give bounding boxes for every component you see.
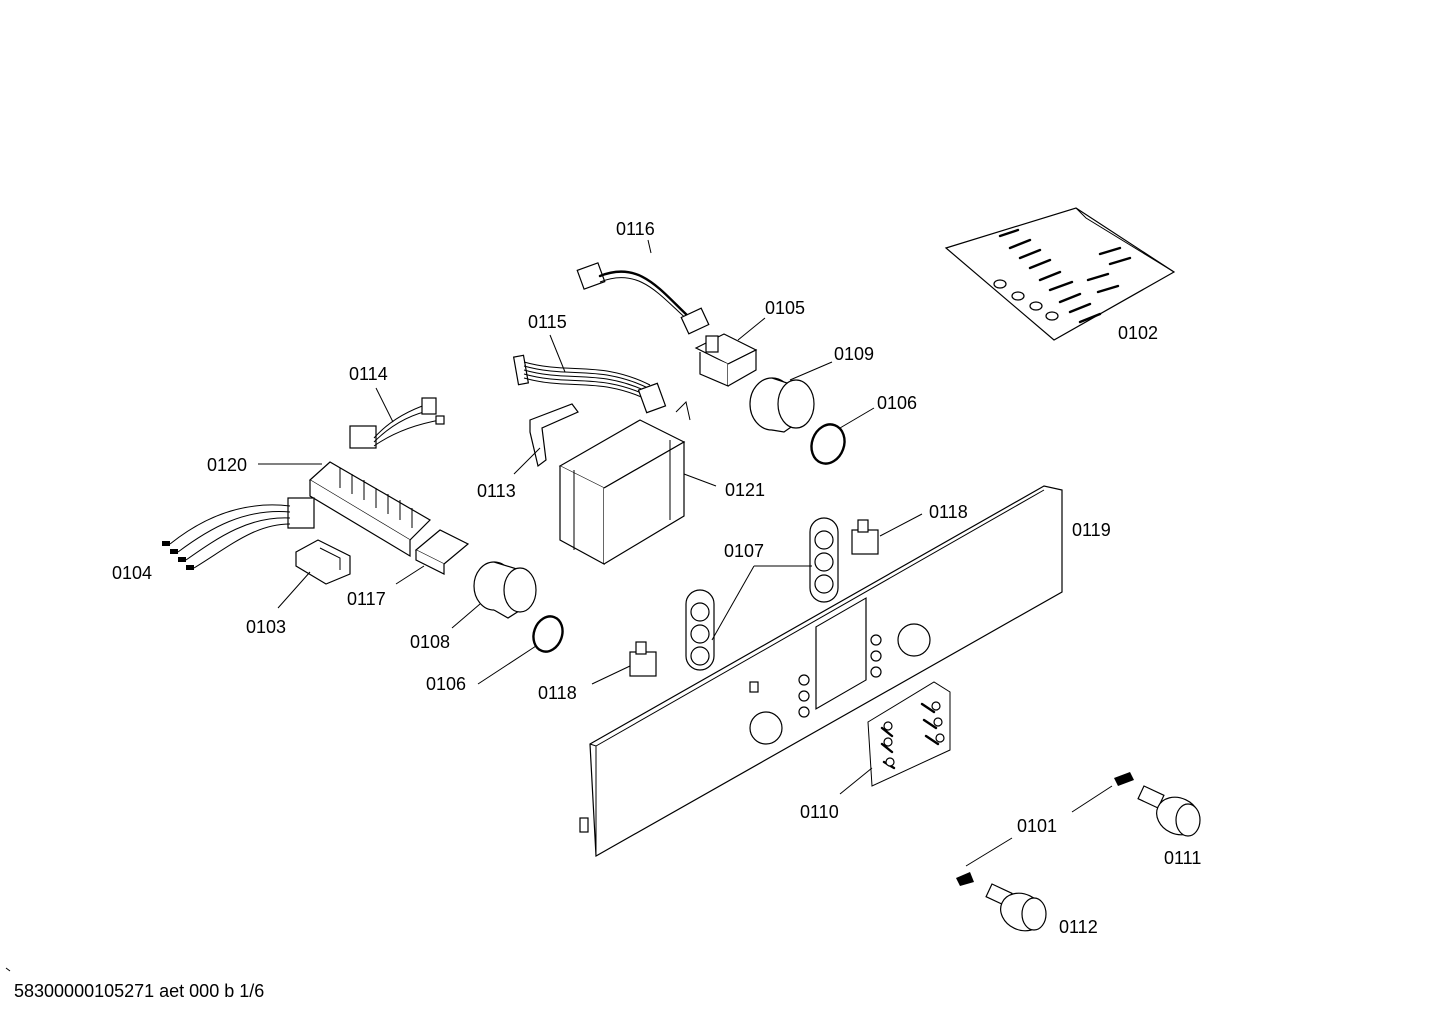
label-0115: 0115 [528, 312, 567, 332]
part-0107-light-guide [685, 517, 839, 671]
label-0120: 0120 [207, 455, 247, 475]
document-id: 58300000105271 aet 000 b 1/6 [14, 981, 265, 1001]
corner-mark [5, 967, 11, 972]
label-0108: 0108 [410, 632, 450, 652]
part-0109-sleeve [749, 361, 833, 433]
part-0111-knob [1137, 785, 1201, 837]
label-0112: 0112 [1059, 917, 1098, 937]
part-0118-switch-lower [591, 641, 657, 685]
label-0106-upper: 0106 [877, 393, 917, 413]
part-0121-control-module [558, 401, 717, 566]
label-0118-lower: 0118 [538, 683, 577, 703]
label-0104: 0104 [112, 563, 152, 583]
label-0107: 0107 [724, 541, 764, 561]
part-0115-ribbon-cable [512, 334, 667, 414]
part-0101-caps [956, 772, 1134, 886]
label-0118-upper: 0118 [929, 502, 968, 522]
label-0113: 0113 [477, 481, 516, 501]
part-0114-wire-harness [349, 387, 445, 449]
part-0120-terminal-block [258, 461, 431, 558]
part-0105-switch [694, 317, 766, 387]
label-0109: 0109 [834, 344, 874, 364]
label-0111: 0111 [1164, 848, 1201, 868]
part-0110-push-rods [839, 681, 951, 795]
label-0105: 0105 [765, 298, 805, 318]
label-0116: 0116 [616, 219, 655, 239]
label-0121: 0121 [725, 480, 765, 500]
part-0117-clip [395, 529, 470, 585]
part-0102-screw-bag [944, 207, 1176, 341]
label-0117: 0117 [347, 589, 386, 609]
label-0106-lower: 0106 [426, 674, 466, 694]
label-0110: 0110 [800, 802, 839, 822]
part-0106-ring-lower [477, 615, 564, 685]
label-0103: 0103 [246, 617, 286, 637]
part-0113-latch [513, 403, 579, 475]
part-0103-bracket [277, 539, 351, 609]
part-0119-front-panel [579, 485, 1063, 857]
label-0114: 0114 [349, 364, 388, 384]
part-0112-knob [985, 883, 1047, 932]
part-0106-ring-upper [810, 407, 875, 465]
part-0108-sleeve [451, 561, 537, 629]
part-0104-wires [162, 497, 315, 570]
label-0119: 0119 [1072, 520, 1111, 540]
part-0116-cable [576, 239, 710, 335]
part-0118-switch-upper [851, 513, 923, 555]
label-0102: 0102 [1118, 323, 1158, 343]
label-0101: 0101 [1017, 816, 1057, 836]
